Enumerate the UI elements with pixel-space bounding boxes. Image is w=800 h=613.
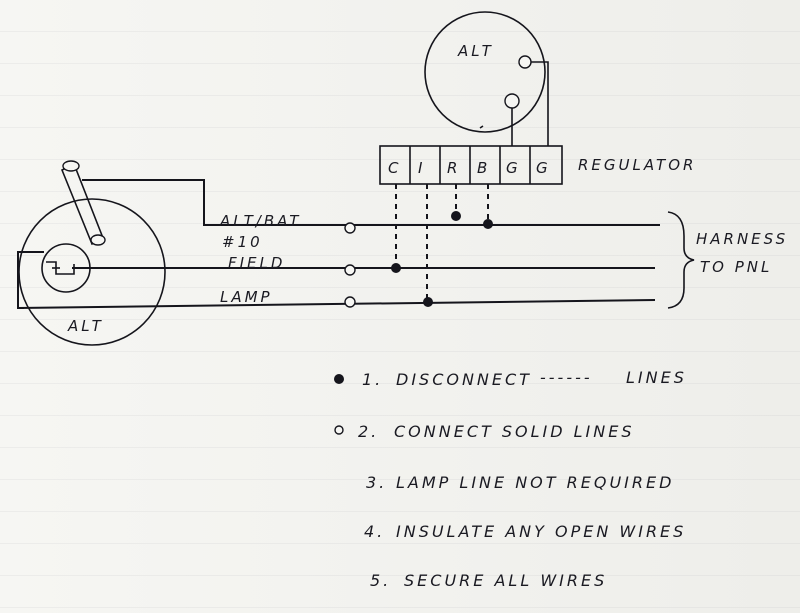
- disconnect-dot-r: [451, 211, 461, 221]
- regulator-block: C I R B G G: [379, 145, 563, 185]
- lamp-wire: [17, 299, 656, 309]
- note-1-number: 1.: [362, 370, 383, 389]
- terminal-g-2: G: [536, 159, 551, 177]
- note-5-number: 5.: [370, 571, 391, 590]
- note-1-suffix: LINES: [626, 368, 687, 387]
- disconnect-dot-field: [391, 263, 401, 273]
- connect-point-altbat: [344, 222, 356, 234]
- field-label: FIELD: [228, 254, 285, 272]
- alternator-top-terminal-1: [518, 55, 532, 69]
- alternator-left-terminal-mark: [46, 261, 75, 275]
- connect-point-lamp: [344, 296, 356, 308]
- notes-list: 1. DISCONNECT ------ LINES 2. CONNECT SO…: [334, 368, 687, 590]
- note-3-number: 3.: [366, 473, 387, 492]
- alternator-top-circle: [424, 11, 546, 133]
- note-2-marker: [334, 425, 344, 435]
- note-1-dash: ------: [540, 368, 593, 387]
- harness-label-line2: TO PNL: [700, 258, 772, 276]
- note-1-text: DISCONNECT: [396, 370, 532, 389]
- alternator-top-label: ALT: [457, 42, 494, 60]
- regulator-outline: [379, 145, 563, 185]
- harness-label-line1: HARNESS: [696, 230, 788, 248]
- note-2-text: CONNECT SOLID LINES: [394, 422, 635, 441]
- lamp-label: LAMP: [220, 288, 273, 306]
- alt-to-regulator-wire-1: [531, 61, 549, 146]
- note-4-number: 4.: [364, 522, 385, 541]
- terminal-r: R: [447, 159, 460, 177]
- regulator-label: REGULATOR: [578, 156, 696, 174]
- note-4-text: INSULATE ANY OPEN WIRES: [396, 522, 686, 541]
- alternator-left-label: ALT: [67, 317, 104, 335]
- wire-gauge-label: #10: [222, 233, 263, 251]
- note-2-number: 2.: [358, 422, 379, 441]
- disconnect-dot-lamp: [423, 297, 433, 307]
- alternator-output-stud: [60, 160, 106, 246]
- terminal-c: C: [388, 159, 401, 177]
- note-5-text: SECURE ALL WIRES: [404, 571, 607, 590]
- alternator-top-mark: [479, 125, 484, 129]
- alt-bat-wire: [82, 179, 660, 226]
- harness-brace: [667, 211, 695, 309]
- terminal-b: B: [477, 159, 490, 177]
- alt-bat-label: ALT/BAT: [219, 212, 301, 230]
- alternator-top-terminal-2: [504, 93, 520, 109]
- terminal-g-1: G: [506, 159, 521, 177]
- disconnect-dot-b: [483, 219, 493, 229]
- left-bracket-wire: [17, 251, 44, 309]
- terminal-i: I: [418, 159, 425, 177]
- note-3-text: LAMP LINE NOT REQUIRED: [396, 473, 674, 492]
- note-1-marker: [334, 374, 344, 384]
- connect-point-field: [344, 264, 356, 276]
